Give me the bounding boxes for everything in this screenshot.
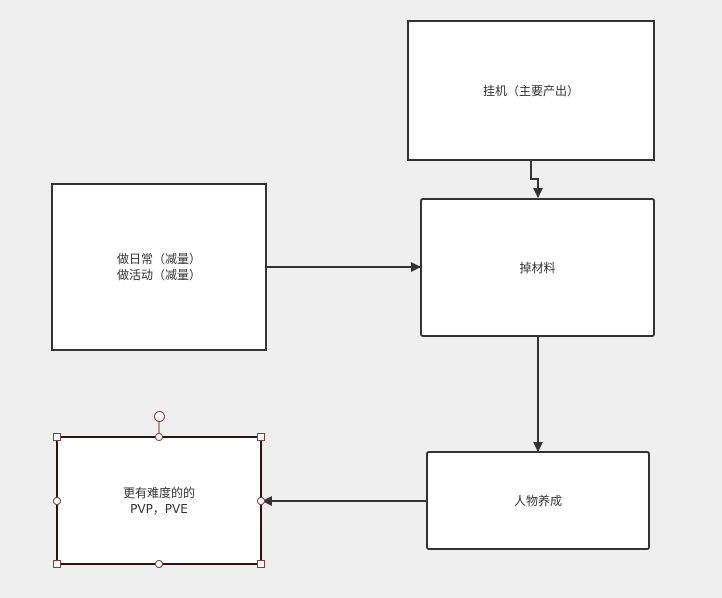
node-drop-materials[interactable]: 掉材料 xyxy=(420,198,655,337)
resize-handle-bottom-left[interactable] xyxy=(53,560,61,568)
node-idle[interactable]: 挂机（主要产出） xyxy=(407,20,655,161)
resize-handle-right[interactable] xyxy=(257,497,265,505)
rotate-handle[interactable] xyxy=(154,411,165,422)
resize-handle-bottom-right[interactable] xyxy=(257,560,265,568)
resize-handle-top-right[interactable] xyxy=(257,433,265,441)
node-idle-label: 挂机（主要产出） xyxy=(482,83,579,98)
node-pvp-pve-label: 更有难度的的 PVP，PVE xyxy=(122,485,195,516)
resize-handle-left[interactable] xyxy=(53,497,61,505)
resize-handle-bottom[interactable] xyxy=(155,560,163,568)
node-pvp-pve[interactable]: 更有难度的的 PVP，PVE xyxy=(56,436,262,565)
edge-idle-to-drop[interactable] xyxy=(530,160,543,198)
resize-handle-top-left[interactable] xyxy=(53,433,61,441)
node-daily-activity-label: 做日常（减量） 做活动（减量） xyxy=(116,252,201,282)
node-daily-activity[interactable]: 做日常（减量） 做活动（减量） xyxy=(51,183,267,351)
node-drop-materials-label: 掉材料 xyxy=(519,260,556,275)
resize-handle-top[interactable] xyxy=(155,433,163,441)
node-character-growth[interactable]: 人物养成 xyxy=(426,451,650,550)
node-character-growth-label: 人物养成 xyxy=(513,493,562,508)
